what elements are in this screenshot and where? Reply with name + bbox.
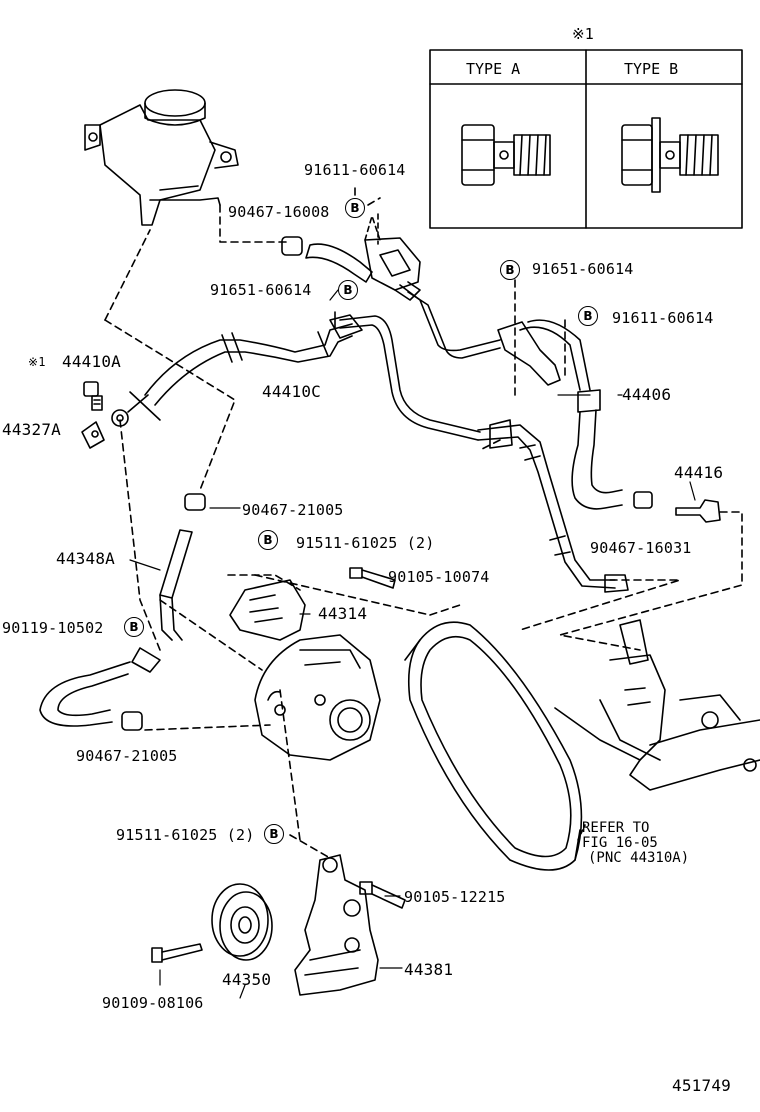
type-b-heading: TYPE B xyxy=(624,60,679,78)
pump-bracket-icon xyxy=(229,579,306,641)
type-table xyxy=(429,49,743,229)
bolt-icon xyxy=(359,881,406,909)
part-label-90119-10502: 90119-10502 xyxy=(2,619,104,637)
marker-b: B xyxy=(338,280,358,300)
clip-icon xyxy=(81,421,105,449)
steering-gear-icon xyxy=(554,619,760,791)
diagram-id: 451749 xyxy=(672,1076,731,1095)
marker-b: B xyxy=(258,530,278,550)
marker-b: B xyxy=(578,306,598,326)
idler-pulley-icon xyxy=(211,883,273,961)
part-label-90467-21005-b: 90467-21005 xyxy=(76,747,178,765)
steel-pipes-icon xyxy=(329,284,501,441)
part-label-44410C: 44410C xyxy=(262,382,321,401)
right-fittings-icon xyxy=(477,319,629,593)
part-label-44381: 44381 xyxy=(404,960,454,979)
suction-hose-icon xyxy=(39,529,193,727)
refer-note-line3: (PNC 44310A) xyxy=(588,850,690,866)
union-bolt-icon xyxy=(83,381,103,411)
part-label-90105-10074: 90105-10074 xyxy=(388,568,490,586)
note-mark: ※1 xyxy=(572,25,594,43)
drive-belt-icon xyxy=(404,621,583,871)
type-a-heading: TYPE A xyxy=(466,60,521,78)
part-label-91611-60614: 91611-60614 xyxy=(304,161,406,179)
part-label-44350: 44350 xyxy=(222,970,272,989)
marker-b: B xyxy=(124,617,144,637)
marker-b: B xyxy=(345,198,365,218)
part-label-44314: 44314 xyxy=(318,604,368,623)
part-label-91611-60614-right: 91611-60614 xyxy=(612,309,714,327)
return-hose-right-icon xyxy=(571,389,653,510)
bolt-icon xyxy=(151,943,203,963)
vane-pump-icon xyxy=(254,634,381,761)
part-label-44327A: 44327A xyxy=(2,420,61,439)
part-label-90109-08106: 90109-08106 xyxy=(102,994,204,1012)
note-mark: ※1 xyxy=(28,355,46,369)
type-a-bolt-icon xyxy=(461,124,551,186)
label-leaders xyxy=(129,289,696,999)
part-label-44348A: 44348A xyxy=(56,549,115,568)
marker-b: B xyxy=(264,824,284,844)
marker-b: B xyxy=(500,260,520,280)
leader-line xyxy=(577,824,586,841)
leader-line xyxy=(219,204,291,243)
union-fitting-icon xyxy=(675,499,721,523)
type-b-bolt-icon xyxy=(621,117,719,193)
refer-note-line1: REFER TO xyxy=(582,820,650,836)
part-label-44410A: 44410A xyxy=(62,352,121,371)
reservoir-tank-icon xyxy=(84,89,239,226)
part-label-90467-16008: 90467-16008 xyxy=(228,203,330,221)
mounting-bracket-icon xyxy=(294,854,379,996)
part-label-91511-61025-b: 91511-61025 (2) xyxy=(116,826,255,844)
part-label-44416: 44416 xyxy=(674,463,724,482)
pressure-hose-icon xyxy=(111,323,353,427)
refer-note-line2: FIG 16-05 xyxy=(582,835,658,851)
fitting-top-icon xyxy=(364,213,421,301)
part-label-91511-61025-a: 91511-61025 (2) xyxy=(296,534,435,552)
bolt-icon xyxy=(349,567,396,589)
part-label-90467-16031: 90467-16031 xyxy=(590,539,692,557)
return-hose-icon xyxy=(281,236,373,283)
part-label-91651-60614-right: 91651-60614 xyxy=(532,260,634,278)
part-label-90467-21005-a: 90467-21005 xyxy=(242,501,344,519)
hose-clamp-icon xyxy=(121,493,206,731)
part-label-90105-12215: 90105-12215 xyxy=(404,888,506,906)
part-label-44406: 44406 xyxy=(622,385,672,404)
leader-lines xyxy=(104,187,743,859)
part-label-91651-60614-left: 91651-60614 xyxy=(210,281,312,299)
